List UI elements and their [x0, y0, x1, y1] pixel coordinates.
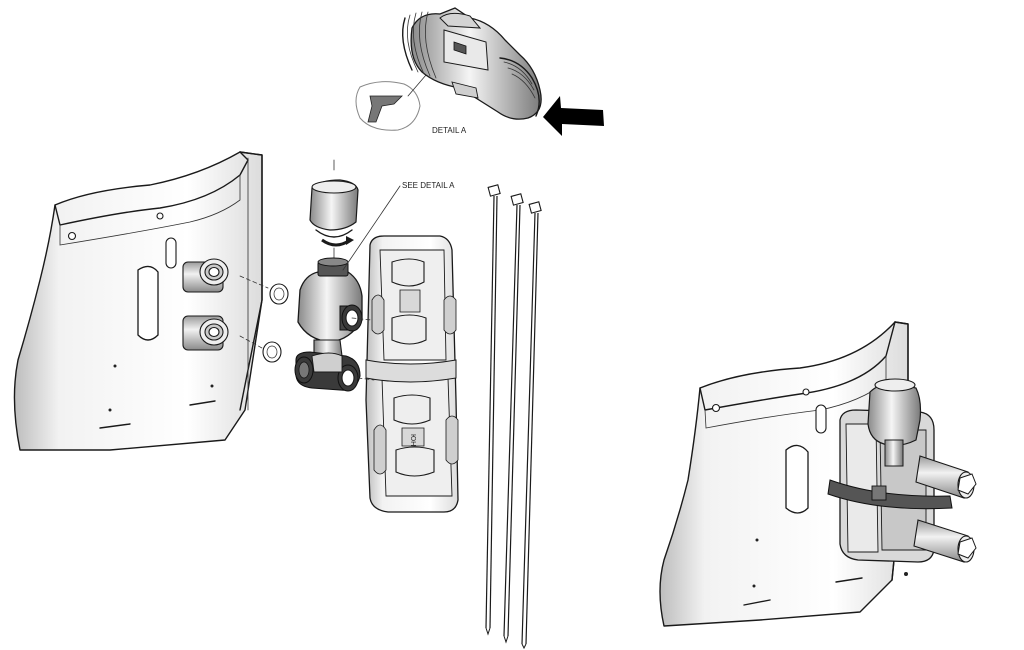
- washers: [239, 275, 289, 363]
- direction-arrow-icon: [543, 96, 604, 136]
- cable-ties: [485, 184, 542, 650]
- detail-leader-line: [342, 185, 401, 271]
- valve-body: [294, 257, 363, 392]
- insulation-shell: [351, 235, 459, 513]
- rotate-arrow-icon: [321, 238, 351, 247]
- detail-magnifier: [355, 81, 421, 131]
- housing-mark-label: ЮН: [409, 434, 416, 446]
- left-wall-bracket: [13, 151, 263, 451]
- detail-a-view: [355, 7, 604, 136]
- valve-actuator: [309, 159, 359, 263]
- detail-a-label: DETAIL A: [432, 126, 467, 135]
- assembled-view: [659, 321, 977, 627]
- see-detail-a-label: SEE DETAIL A: [402, 181, 455, 190]
